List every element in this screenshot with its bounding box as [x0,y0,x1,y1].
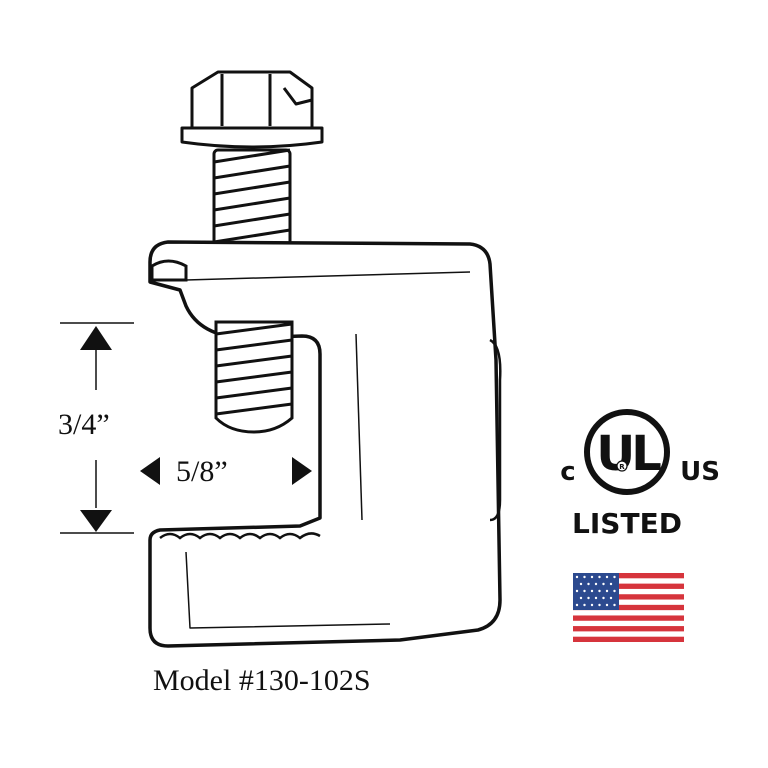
flag-star [590,589,594,593]
ul-prefix: c [560,457,575,487]
flag-star [605,603,609,607]
flag-star [590,603,594,607]
flag-star [594,596,598,600]
flag-star [609,582,613,586]
clamp-jaw-serration [159,532,321,540]
flag-stripe [573,626,684,632]
flag-stripe [573,604,684,611]
flag-star [613,589,616,593]
flag-stripe [573,583,684,589]
ul-status: LISTED [572,507,682,540]
flag-star [579,582,583,586]
flag-star [575,589,579,593]
flag-star [587,582,590,586]
bolt-thread-upper [212,148,292,252]
flag-star [575,575,579,579]
bolt-thread-lower [214,320,294,434]
clamp-body [148,240,502,648]
flag-star [590,575,594,579]
us-flag-icon [573,573,684,642]
flag-stripe [573,615,684,621]
ul-mark: UL [596,426,661,482]
flag-stripe [573,636,684,642]
dimension-width [140,457,312,485]
dimension-height [60,322,134,534]
clamp-hook-slot [150,259,188,282]
height-label: 3/4” [58,408,110,441]
flag-star [583,589,586,593]
width-label: 5/8” [176,455,228,488]
flag-stripe [573,573,684,579]
flag-star [598,589,601,593]
flag-star [602,582,605,586]
ul-listed-logo: UL R c US LISTED [560,409,720,540]
flag-star [602,596,605,600]
flag-star [587,596,590,600]
bolt-head [180,70,324,149]
flag-stripe [573,594,684,600]
flag-star [598,603,601,607]
flag-star [609,596,613,600]
flag-star [583,575,586,579]
model-number: Model #130-102S [153,664,371,697]
ul-suffix: US [680,457,720,487]
flag-star [579,596,583,600]
flag-star [613,603,616,607]
flag-star [613,575,616,579]
flag-star [575,603,579,607]
registered-mark: R [619,463,625,471]
flag-star [583,603,586,607]
flag-star [605,575,609,579]
flag-star [598,575,601,579]
flag-star [594,582,598,586]
flag-star [605,589,609,593]
